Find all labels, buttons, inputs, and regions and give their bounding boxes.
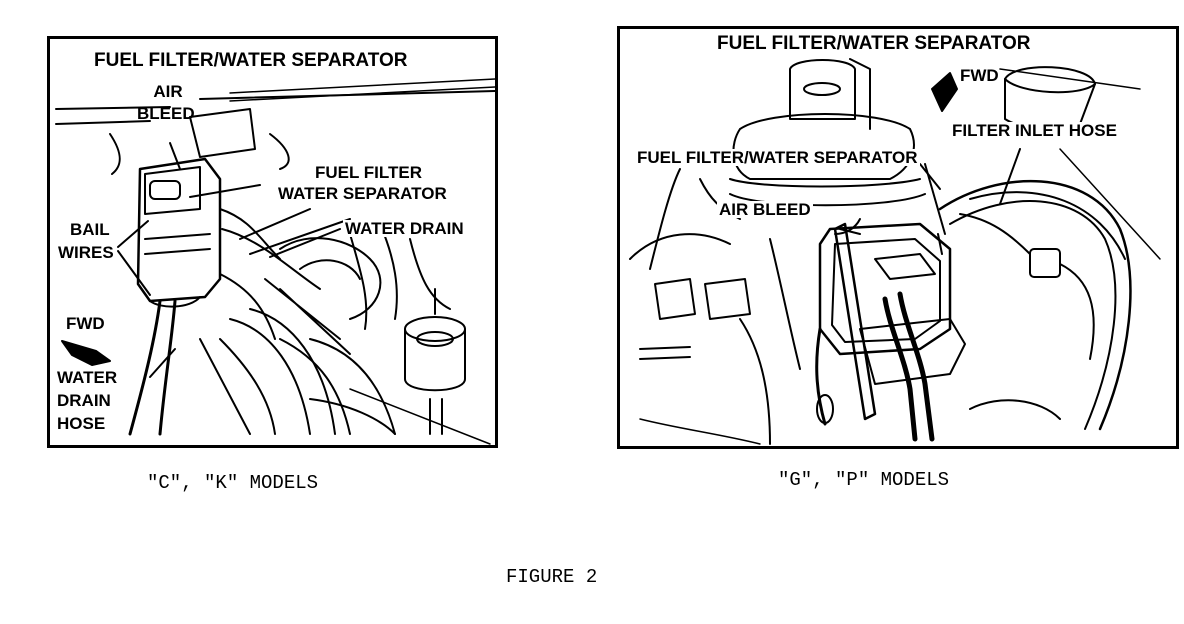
- label-water-drain: WATER DRAIN: [343, 219, 466, 238]
- right-title: FUEL FILTER/WATER SEPARATOR: [717, 33, 1031, 54]
- engine-illustration-ck: [55, 78, 495, 445]
- engine-illustration-gp: [629, 58, 1161, 445]
- label-fuel-filter-water-separator: FUEL FILTER/WATER SEPARATOR: [635, 148, 920, 167]
- left-title: FUEL FILTER/WATER SEPARATOR: [94, 50, 408, 71]
- label-fwd-right: FWD: [960, 66, 999, 85]
- label-bail: BAIL: [70, 220, 110, 239]
- caption-ck-models: "C", "K" MODELS: [147, 472, 319, 494]
- diagram-panel-gp-models: FUEL FILTER/WATER SEPARATOR FWD FILTER I…: [617, 26, 1179, 449]
- caption-gp-models: "G", "P" MODELS: [778, 469, 950, 491]
- label-water-separator: WATER SEPARATOR: [276, 184, 449, 203]
- label-bleed: BLEED: [137, 104, 195, 123]
- label-fuel-filter: FUEL FILTER: [313, 163, 425, 182]
- diagram-panel-ck-models: FUEL FILTER/WATER SEPARATOR AIR BLEED FU…: [47, 36, 498, 448]
- label-wires: WIRES: [58, 243, 114, 262]
- label-air: AIR: [153, 82, 183, 101]
- label-fwd-left: FWD: [66, 314, 105, 333]
- label-water: WATER: [55, 368, 120, 387]
- figure-label: FIGURE 2: [506, 566, 598, 588]
- label-filter-inlet-hose: FILTER INLET HOSE: [950, 121, 1119, 140]
- label-air-bleed: AIR BLEED: [717, 200, 813, 219]
- label-drain: DRAIN: [55, 391, 113, 410]
- label-hose: HOSE: [55, 414, 108, 433]
